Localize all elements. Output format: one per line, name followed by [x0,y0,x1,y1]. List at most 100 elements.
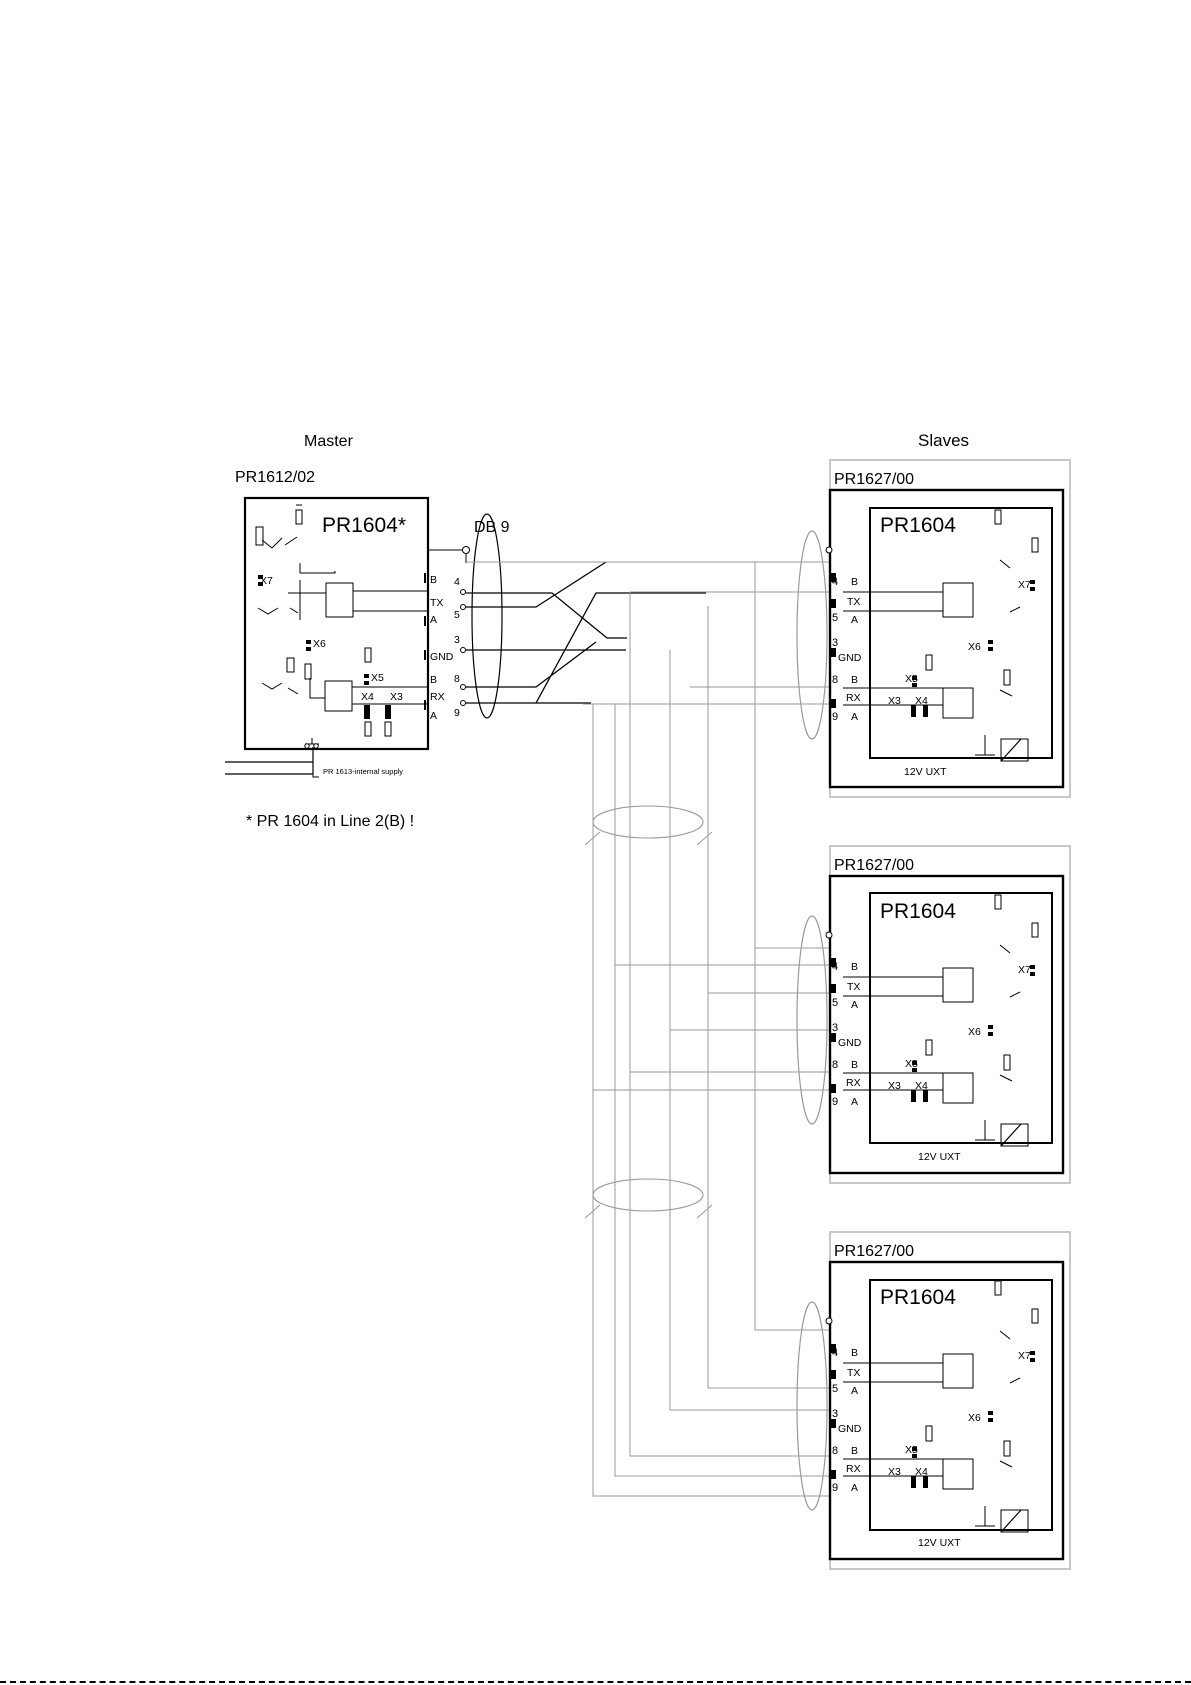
svg-text:4: 4 [832,576,838,588]
svg-text:5: 5 [832,1383,838,1395]
svg-text:TX: TX [847,981,860,993]
svg-text:9: 9 [832,711,838,723]
slave-module-box [828,874,1065,1175]
svg-text:4: 4 [832,1347,838,1359]
svg-text:RX: RX [846,1077,861,1089]
svg-text:9: 9 [832,1482,838,1494]
slave-cable-shield [796,530,828,740]
svg-text:3: 3 [832,637,838,649]
svg-text:B: B [851,961,858,973]
svg-text:8: 8 [832,674,838,686]
master-term-rx: RX [430,691,445,703]
svg-text:X4: X4 [915,1080,928,1092]
svg-text:A: A [851,1482,858,1494]
master-term-a1: A [430,614,437,626]
slave-outer-frame [829,845,1071,1184]
master-term-b2: B [430,674,437,686]
page-footer-rule [0,1681,1191,1683]
slave-device-label: PR1627/00 [834,471,914,488]
slave-inner-box [869,507,1053,759]
slave-module-label: PR1604 [880,900,956,923]
master-jumper-x7: X7 [260,575,273,587]
master-module-box [243,496,430,751]
svg-text:X3: X3 [888,1080,901,1092]
svg-text:A: A [851,1385,858,1397]
master-device-label: PR1612/02 [235,469,315,486]
master-jumper-x4: X4 [361,691,374,703]
master-term-b1: B [430,574,437,586]
svg-text:3: 3 [832,1408,838,1420]
master-jumper-x6: X6 [313,638,326,650]
slave-outer-frame [829,1231,1071,1570]
slave-supply-label: 12V UXT [918,1537,961,1549]
slave-jumper-x6: X6 [968,641,981,653]
master-terminal-labels: B TX A GND B RX A [424,573,454,722]
svg-text:RX: RX [846,1463,861,1475]
slave-jumper-x5: X5 [905,673,918,685]
slave-module-label: PR1604 [880,514,956,537]
svg-text:5: 5 [832,612,838,624]
slave-module-box [828,488,1065,789]
master-term-gnd: GND [430,651,454,663]
master-term-a2: A [430,710,437,722]
slave-unit-1: PR1627/00 Slaves PR1604 X7 X6 X5 X3 X4 4 [796,431,1071,798]
svg-text:B: B [851,1059,858,1071]
svg-text:B: B [851,1445,858,1457]
master-heading: Master [304,433,354,450]
slave-supply-label: 12V UXT [904,766,947,778]
slave-jumper-x3: X3 [888,695,901,707]
svg-text:TX: TX [847,1367,860,1379]
svg-text:8: 8 [832,1059,838,1071]
svg-text:A: A [851,1096,858,1108]
svg-text:X6: X6 [968,1412,981,1424]
master-section: Master PR1612/02 PR1604* [225,433,510,830]
svg-text:X7: X7 [1018,964,1031,976]
slave-inner-box [869,892,1053,1144]
slave-cable-shield [796,1301,828,1511]
db9-pin-9: 9 [454,707,460,719]
slave-module-label: PR1604 [880,1286,956,1309]
svg-text:A: A [851,614,858,626]
svg-text:GND: GND [838,1423,862,1435]
slave-jumper-x4: X4 [915,695,928,707]
svg-text:A: A [851,711,858,723]
slave-cable-shield [796,915,828,1125]
master-jumper-marks [258,575,391,719]
svg-text:5: 5 [832,997,838,1009]
cable-shield-1 [592,805,704,839]
master-circuit [255,504,428,745]
svg-text:9: 9 [832,1096,838,1108]
svg-text:X5: X5 [905,1444,918,1456]
svg-text:X6: X6 [968,1026,981,1038]
db9-pin-8: 8 [454,673,460,685]
svg-text:A: A [851,999,858,1011]
db9-pins: 4 5 3 8 9 [428,513,503,719]
db9-connector-label: DB 9 [474,519,510,536]
slave-unit-2: PR1627/00 PR1604 X7 X6 X5 X3 X4 4 5 [796,845,1071,1184]
slave-jumper-x7: X7 [1018,579,1031,591]
svg-text:B: B [851,1347,858,1359]
master-jumper-x3: X3 [390,691,403,703]
svg-text:TX: TX [847,596,860,608]
db9-pin-3: 3 [454,634,460,646]
master-supply-note: PR 1613-internal supply [323,767,403,776]
master-footnote: * PR 1604 in Line 2(B) ! [246,813,414,830]
svg-text:X5: X5 [905,1058,918,1070]
svg-text:X4: X4 [915,1466,928,1478]
svg-text:GND: GND [838,652,862,664]
slave-device-label: PR1627/00 [834,857,914,874]
db9-pin-4: 4 [454,576,460,588]
svg-text:X3: X3 [888,1466,901,1478]
svg-text:X7: X7 [1018,1350,1031,1362]
svg-text:RX: RX [846,692,861,704]
svg-text:3: 3 [832,1022,838,1034]
svg-text:GND: GND [838,1037,862,1049]
svg-text:8: 8 [832,1445,838,1457]
master-term-tx: TX [430,597,443,609]
svg-text:B: B [851,674,858,686]
slave-supply-label: 12V UXT [918,1151,961,1163]
slave-device-label: PR1627/00 [834,1243,914,1260]
db9-pin-5: 5 [454,609,460,621]
slaves-heading: Slaves [918,431,969,450]
